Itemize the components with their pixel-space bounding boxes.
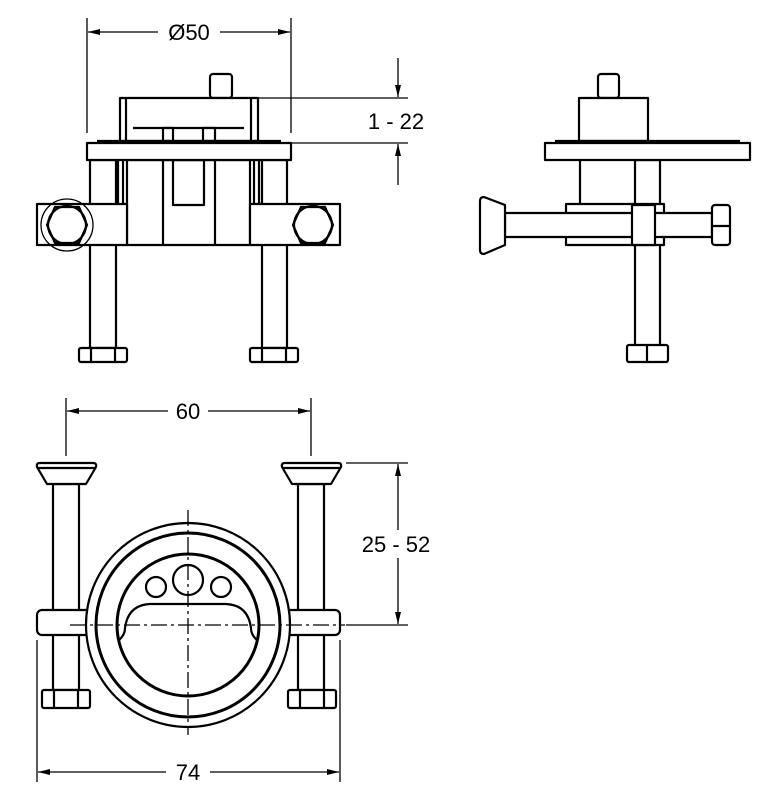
dimension-overall-width: 74 — [36, 640, 341, 785]
upper-housing — [118, 96, 260, 143]
clamp-rod — [503, 211, 714, 239]
hex-nut — [248, 346, 300, 364]
dimension-stud-spacing: 60 — [65, 398, 312, 456]
top-pin — [596, 72, 621, 100]
left-stud — [88, 158, 118, 350]
bottom-view — [35, 461, 345, 735]
clamp-foot — [35, 461, 98, 486]
stud-spacing-label: 60 — [176, 399, 200, 424]
flange — [85, 141, 293, 162]
left-stud — [51, 482, 81, 692]
clamp-foot — [478, 195, 507, 256]
top-pin — [208, 72, 234, 100]
adjust-range-label: 1 - 22 — [368, 109, 424, 134]
hex-nut — [40, 688, 92, 710]
diameter-label: Ø50 — [168, 20, 210, 45]
port-hole — [144, 575, 168, 599]
right-stud — [260, 158, 289, 350]
valve-body — [125, 158, 252, 247]
right-stud — [296, 482, 326, 692]
dimension-diameter: Ø50 — [86, 18, 292, 133]
hex-nut — [77, 346, 129, 364]
front-view — [35, 72, 342, 364]
dimension-clamp-range: 25 - 52 — [346, 462, 440, 626]
stud — [633, 158, 662, 350]
hex-nut — [286, 688, 338, 710]
side-view — [478, 72, 752, 364]
port-hole — [209, 575, 233, 599]
dimension-adjust-range: 1 - 22 — [258, 58, 424, 185]
clamp-foot — [280, 461, 343, 486]
upper-housing — [577, 96, 650, 143]
flange — [543, 141, 752, 162]
clamp-range-label: 25 - 52 — [362, 532, 431, 557]
overall-width-label: 74 — [176, 760, 200, 785]
